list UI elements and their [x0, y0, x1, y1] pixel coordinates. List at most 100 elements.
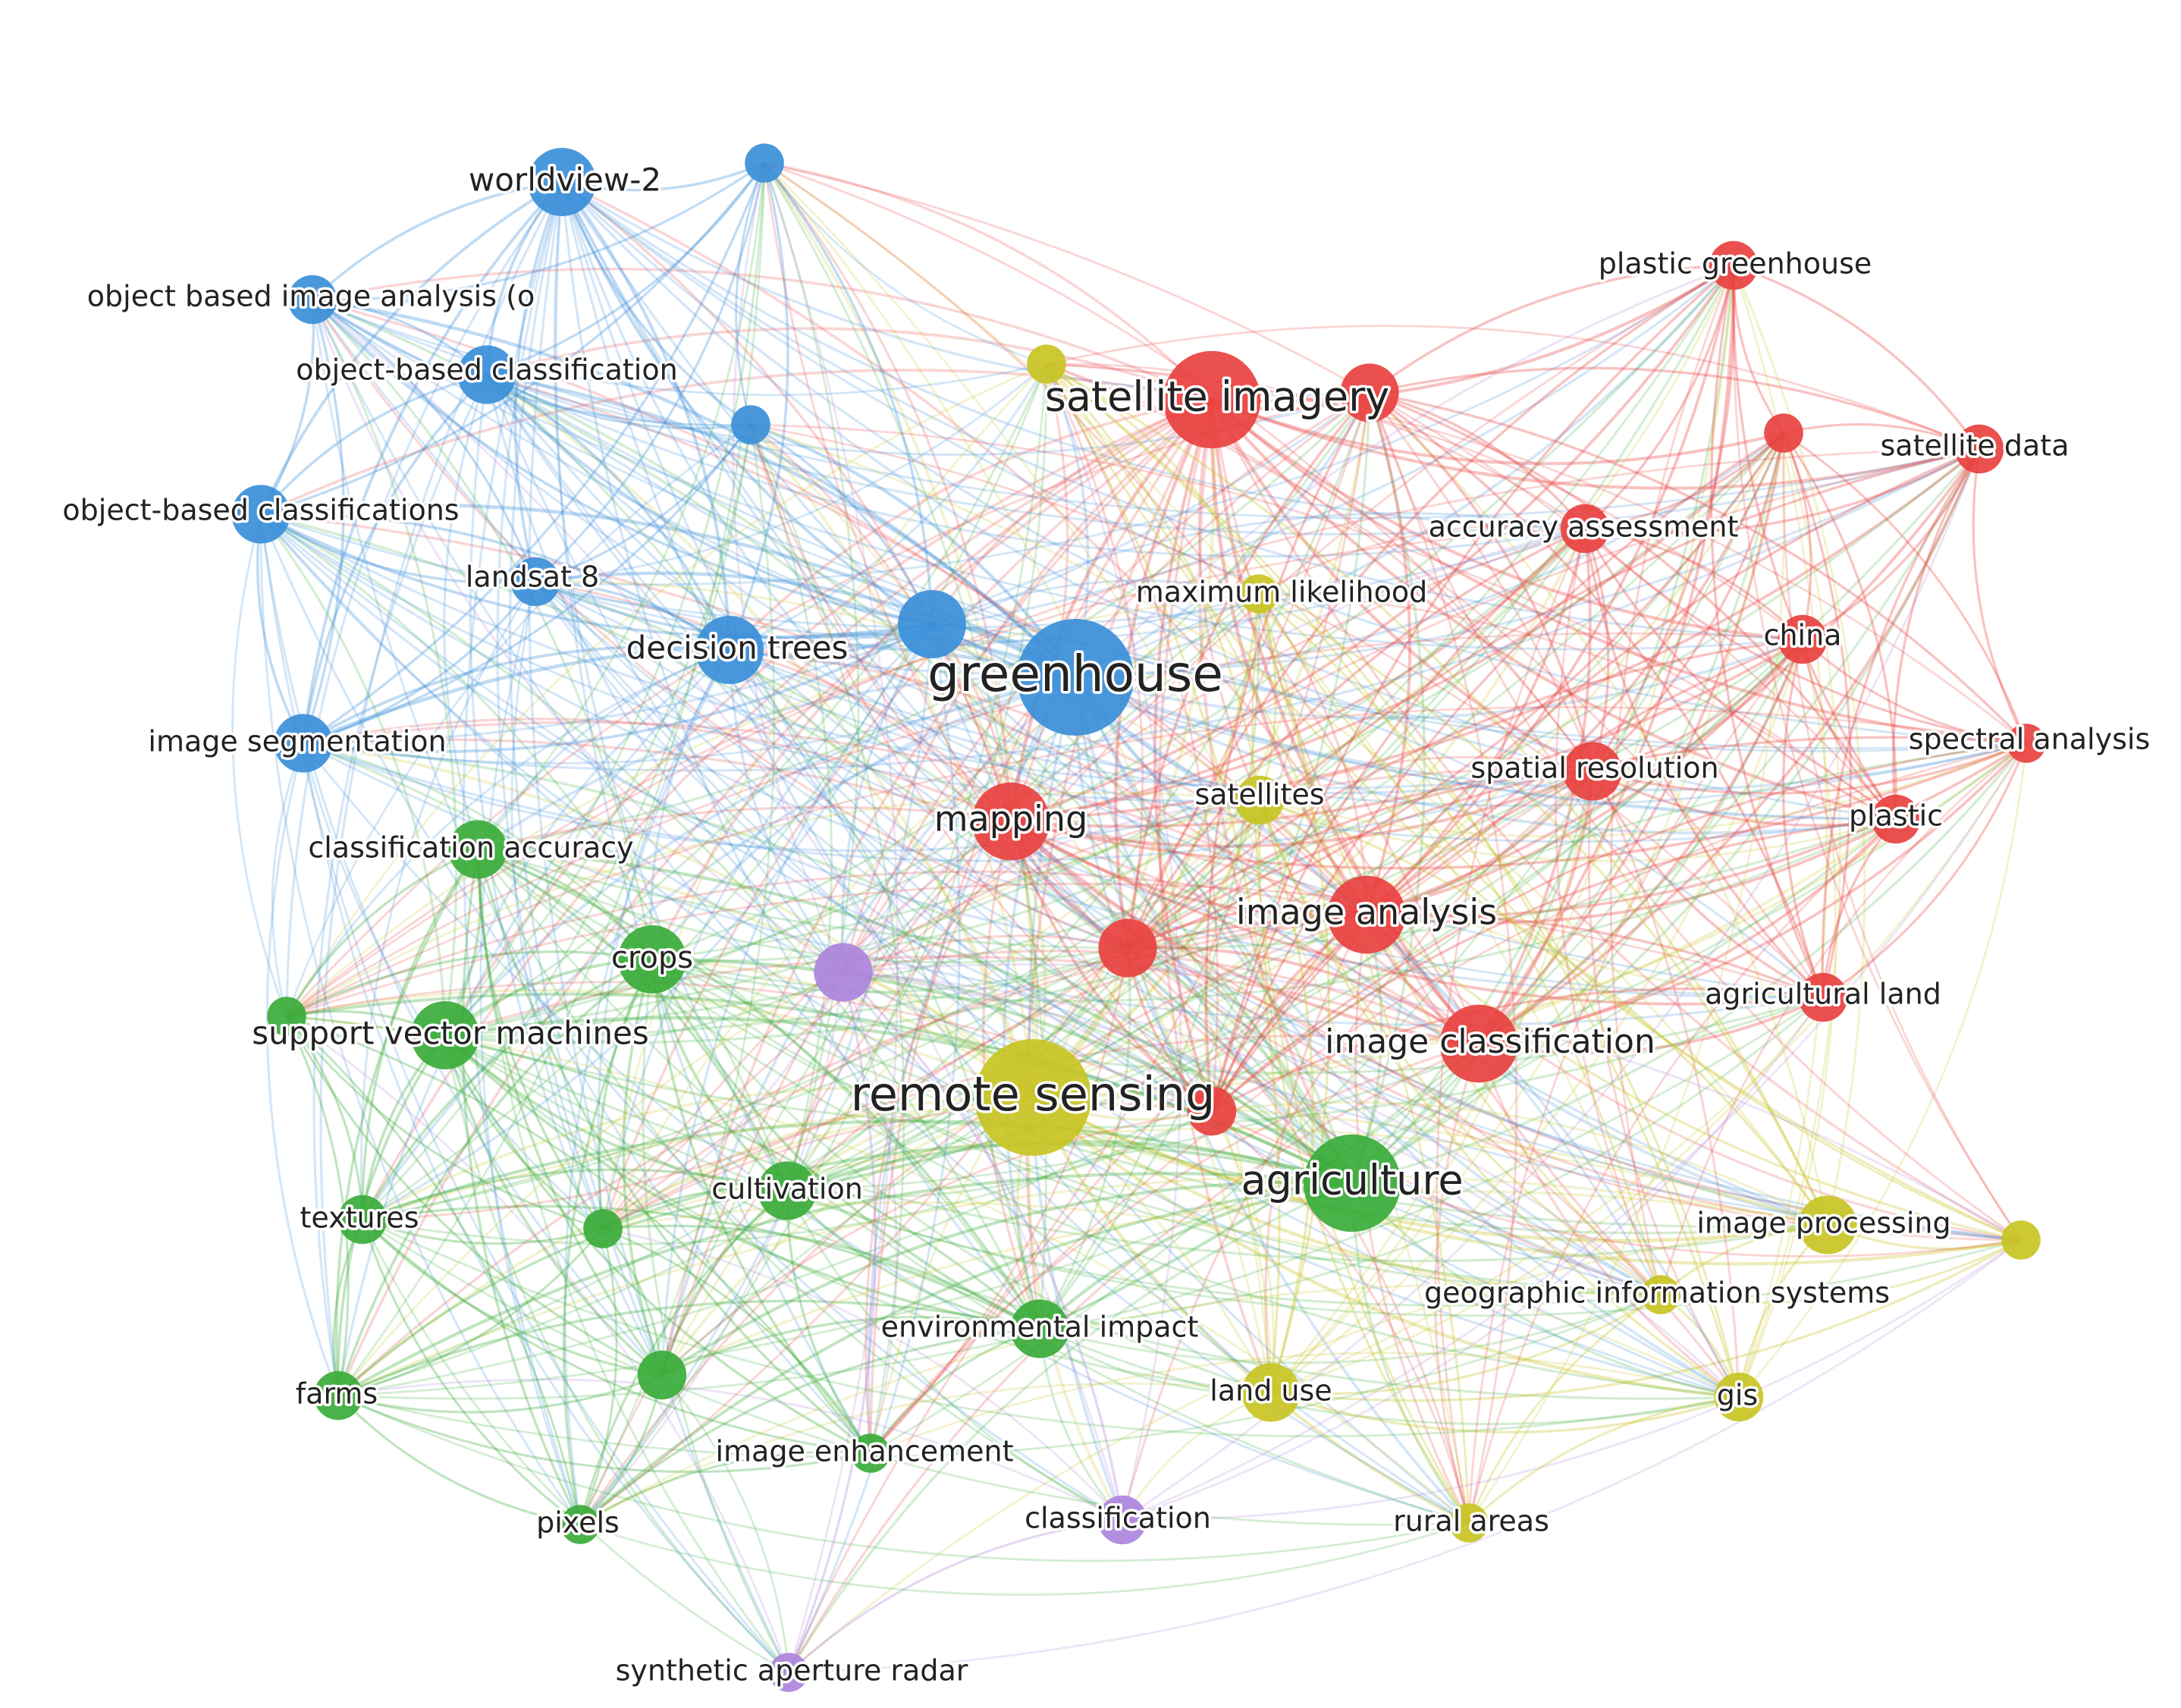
network-edge: [786, 1190, 872, 1454]
network-edge: [361, 1218, 871, 1455]
node-spectral-analysis[interactable]: [2007, 724, 2046, 763]
network-edge: [337, 799, 1260, 1396]
node-greenhouse[interactable]: [1017, 619, 1134, 736]
node-unlabeled-red-a[interactable]: [1340, 363, 1399, 422]
node-decision-trees[interactable]: [695, 616, 764, 684]
node-image-enhancement[interactable]: [851, 1433, 890, 1473]
network-edge: [869, 742, 2027, 1454]
network-edge: [477, 848, 1128, 964]
network-edge: [1121, 770, 1593, 1521]
network-edge: [1584, 432, 1785, 530]
node-remote-sensing[interactable]: [974, 1039, 1091, 1156]
node-object-based-classifications[interactable]: [231, 485, 290, 544]
node-classification[interactable]: [1097, 1495, 1147, 1545]
node-satellite-imagery[interactable]: [1163, 350, 1261, 449]
node-plastic[interactable]: [1871, 794, 1921, 844]
node-unlabeled-purple-a[interactable]: [814, 943, 873, 1002]
network-edge: [1592, 638, 1804, 773]
node-unlabeled-blue-b[interactable]: [745, 143, 784, 183]
node-farms[interactable]: [313, 1370, 363, 1421]
network-edge: [303, 742, 1593, 862]
network-edge: [286, 527, 1586, 1018]
node-gis[interactable]: [1714, 1372, 1764, 1422]
node-plastic-greenhouse[interactable]: [1709, 240, 1759, 290]
node-crops[interactable]: [618, 925, 686, 994]
node-image-classification[interactable]: [1439, 1004, 1518, 1083]
node-china[interactable]: [1778, 614, 1828, 664]
network-edge: [1477, 448, 1981, 1045]
network-edge: [477, 848, 789, 1192]
node-image-segmentation[interactable]: [274, 714, 333, 773]
network-edge: [560, 181, 934, 626]
node-accuracy-assessment[interactable]: [1560, 504, 1610, 554]
node-mapping[interactable]: [971, 782, 1050, 861]
node-pixels[interactable]: [560, 1505, 600, 1544]
node-unlabeled-blue-a[interactable]: [898, 590, 966, 658]
label-satellite-data: satellite data: [1881, 429, 2070, 463]
network-edge: [1368, 391, 1594, 772]
network-edge: [750, 423, 1897, 821]
node-cultivation[interactable]: [758, 1161, 817, 1220]
network-edge: [286, 447, 1980, 1018]
node-unlabeled-red-d[interactable]: [1187, 1086, 1237, 1136]
network-edge: [1127, 947, 2022, 1242]
network-edge: [311, 299, 1470, 1524]
network-edge: [561, 181, 1586, 530]
node-satellite-data[interactable]: [1954, 424, 2004, 474]
node-maximum-likelihood[interactable]: [1239, 574, 1279, 614]
node-image-processing[interactable]: [1798, 1195, 1857, 1254]
node-worldview-2[interactable]: [528, 148, 596, 216]
node-support-vector-machines[interactable]: [411, 1001, 479, 1069]
network-edge: [443, 374, 488, 850]
node-agricultural-land[interactable]: [1798, 972, 1848, 1022]
node-textures[interactable]: [337, 1195, 388, 1245]
network-edge: [303, 721, 1367, 916]
node-classification-accuracy[interactable]: [448, 820, 507, 879]
network-edge: [1010, 742, 2027, 870]
node-geographic-information-systems[interactable]: [1641, 1275, 1680, 1314]
node-synthetic-aperture-radar[interactable]: [769, 1653, 808, 1692]
network-edge: [337, 648, 731, 1396]
node-unlabeled-green-a[interactable]: [267, 997, 306, 1036]
network-edge: [1039, 1327, 1272, 1395]
node-rural-areas[interactable]: [1449, 1503, 1489, 1543]
network-edge: [728, 162, 789, 651]
network-edge: [337, 398, 1213, 1396]
node-object-based-image-analysis[interactable]: [287, 275, 337, 325]
network-edge: [361, 1218, 663, 1377]
node-satellites[interactable]: [1235, 775, 1285, 825]
node-unlabeled-blue-c[interactable]: [731, 405, 770, 444]
network-edge: [312, 298, 1047, 397]
network-edge: [729, 648, 1593, 795]
network-edge: [661, 1096, 1034, 1377]
node-object-based-classification[interactable]: [457, 345, 516, 404]
node-land-use[interactable]: [1241, 1363, 1301, 1422]
node-spatial-resolution[interactable]: [1563, 742, 1622, 801]
network-edge: [1127, 736, 2027, 950]
network-edge: [476, 849, 664, 1377]
network-edge: [260, 513, 2022, 1242]
node-unlabeled-yellow-a[interactable]: [1027, 344, 1066, 384]
network-edge: [1039, 996, 1825, 1330]
node-unlabeled-yellow-b[interactable]: [2001, 1220, 2041, 1260]
network-edge: [1368, 391, 1829, 1226]
network-edge: [1045, 363, 1261, 801]
node-environmental-impact[interactable]: [1010, 1299, 1069, 1358]
network-edge: [579, 1382, 1272, 1526]
network-edge: [869, 399, 1213, 1454]
network-edge: [1477, 432, 1785, 1045]
node-unlabeled-red-b[interactable]: [1098, 918, 1157, 978]
network-edge: [311, 299, 458, 1036]
network-edge: [362, 1086, 1034, 1221]
node-image-analysis[interactable]: [1327, 875, 1406, 954]
node-unlabeled-green-c[interactable]: [583, 1209, 623, 1248]
network-edge: [337, 1394, 871, 1474]
network-edge: [337, 958, 654, 1396]
label-decision-trees: decision trees: [626, 630, 849, 667]
network-edge: [1126, 264, 1734, 949]
node-unlabeled-green-b[interactable]: [637, 1350, 687, 1400]
node-agriculture[interactable]: [1303, 1134, 1401, 1232]
node-unlabeled-red-c[interactable]: [1764, 413, 1803, 453]
node-landsat-8[interactable]: [510, 557, 560, 607]
network-edge: [1210, 742, 2027, 1113]
